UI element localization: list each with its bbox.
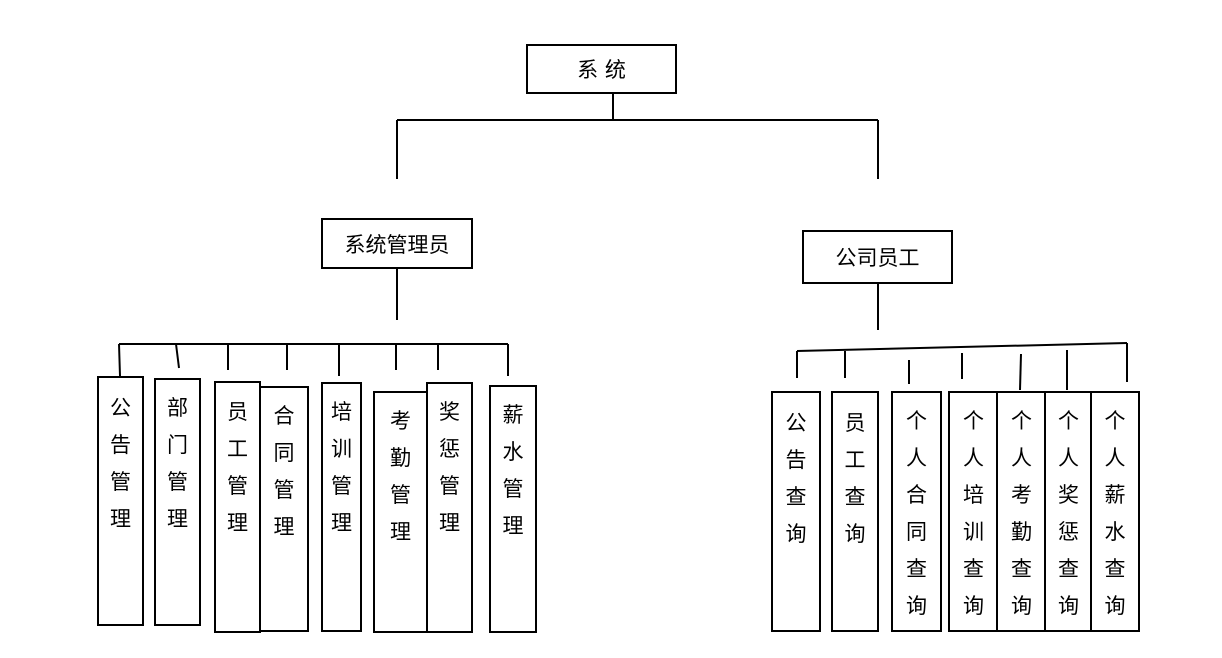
leaf-label: 培 训 管 理	[331, 400, 352, 535]
node-company-employee: 公司员工	[802, 230, 953, 284]
leaf-label: 合 同 管 理	[273, 404, 295, 539]
root-node-label: 系 统	[577, 58, 626, 82]
leaf-label: 公 告 查 询	[785, 411, 807, 546]
leaf-label: 个 人 奖 惩 查 询	[1058, 409, 1079, 618]
leaf-announcement-management: 公 告 管 理	[97, 376, 144, 626]
leaf-label: 员 工 管 理	[227, 400, 248, 535]
leaf-personal-reward-penalty-query: 个 人 奖 惩 查 询	[1044, 391, 1093, 632]
leaf-label: 个 人 培 训 查 询	[963, 409, 984, 618]
leaf-personal-attendance-query: 个 人 考 勤 查 询	[996, 391, 1047, 632]
leaf-announcement-query: 公 告 查 询	[771, 391, 821, 632]
node-system-admin: 系统管理员	[321, 218, 473, 269]
leaf-staff-query: 员 工 查 询	[831, 391, 879, 632]
leaf-label: 个 人 合 同 查 询	[906, 409, 927, 618]
leaf-personal-contract-query: 个 人 合 同 查 询	[891, 391, 942, 632]
leaf-label: 薪 水 管 理	[502, 403, 524, 538]
leaf-salary-management: 薪 水 管 理	[489, 385, 537, 633]
leaf-staff-management: 员 工 管 理	[214, 381, 261, 633]
leaf-contract-management: 合 同 管 理	[259, 386, 309, 632]
leaf-reward-penalty-management: 奖 惩 管 理	[426, 382, 473, 633]
leaf-label: 个 人 薪 水 查 询	[1104, 409, 1126, 618]
leaf-personal-training-query: 个 人 培 训 查 询	[948, 391, 999, 632]
node-system-admin-label: 系统管理员	[344, 232, 450, 257]
leaf-label: 奖 惩 管 理	[439, 400, 460, 535]
leaf-label: 部 门 管 理	[167, 396, 188, 531]
leaf-label: 公 告 管 理	[110, 396, 131, 531]
leaf-label: 员 工 查 询	[844, 411, 866, 546]
leaf-training-management: 培 训 管 理	[321, 382, 362, 632]
leaf-department-management: 部 门 管 理	[154, 378, 201, 626]
node-company-employee-label: 公司员工	[835, 246, 920, 270]
leaf-personal-salary-query: 个 人 薪 水 查 询	[1090, 391, 1140, 632]
leaf-label: 个 人 考 勤 查 询	[1011, 409, 1032, 618]
leaf-label: 考 勤 管 理	[390, 409, 411, 544]
leaf-attendance-management: 考 勤 管 理	[373, 391, 428, 633]
root-node-system: 系 统	[526, 44, 677, 94]
